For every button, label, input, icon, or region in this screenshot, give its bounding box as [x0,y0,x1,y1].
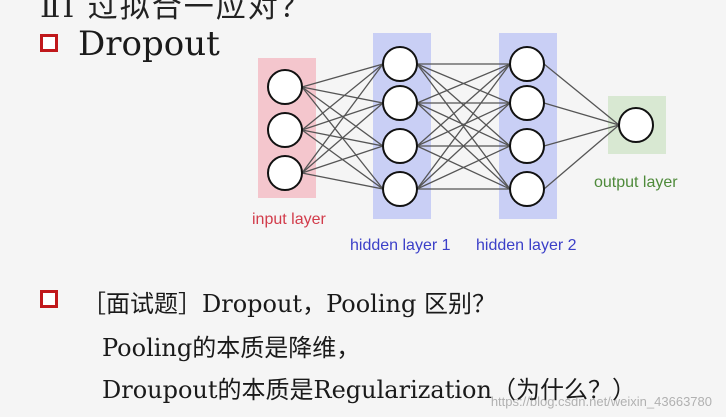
hidden-layer-1-label: hidden layer 1 [350,237,451,254]
square-bullet-icon [40,290,58,308]
input-layer-label: input layer [252,211,326,228]
connection-hidden1-4-to-hidden2-1 [416,63,511,190]
section-heading: Dropout [78,24,220,64]
connection-input-3-to-hidden1-3 [301,145,384,174]
input-neuron-3 [267,155,303,191]
connection-hidden1-3-to-hidden2-2 [416,102,511,147]
pooling-answer-line: Pooling的本质是降维， [102,334,361,362]
connection-hidden1-4-to-hidden2-3 [416,145,511,190]
connections [301,63,620,190]
hidden1-neuron-4 [382,171,418,207]
interview-question-line: ［面试题］Dropout，Pooling 区别？ [82,290,496,318]
hidden2-neuron-3 [509,128,545,164]
connection-hidden2-1-to-output-1 [543,63,620,126]
hidden2-neuron-1 [509,46,545,82]
output-layer-label: output layer [594,174,678,191]
connection-input-3-to-hidden1-2 [301,102,384,174]
connection-hidden1-3-to-hidden2-1 [416,63,511,147]
connection-input-2-to-hidden1-2 [301,102,384,131]
square-bullet-icon [40,34,58,52]
connection-input-1-to-hidden1-2 [301,86,384,104]
connection-hidden2-4-to-output-1 [543,124,620,190]
connection-hidden1-4-to-hidden2-2 [416,102,511,190]
connection-hidden2-2-to-output-1 [543,102,620,126]
connection-input-2-to-hidden1-1 [301,63,384,131]
hidden1-neuron-2 [382,85,418,121]
watermark: https://blog.csdn.net/weixin_43663780 [490,394,712,409]
connection-input-3-to-hidden1-1 [301,63,384,174]
slide-title-partial: ⅡⅠ 过拟合一应对？ [40,0,312,25]
input-neuron-2 [267,112,303,148]
hidden-layer-2-label: hidden layer 2 [476,237,577,254]
hidden2-neuron-2 [509,85,545,121]
dropout-answer-line: Droupout的本质是Regularization（为什么？） [102,376,636,404]
connection-hidden1-2-to-hidden2-1 [416,63,511,104]
hidden2-neuron-4 [509,171,545,207]
output-neuron-1 [618,107,654,143]
hidden1-neuron-1 [382,46,418,82]
connection-hidden2-3-to-output-1 [543,124,620,147]
input-neuron-1 [267,69,303,105]
neural-network-diagram: input layer hidden layer 1 hidden layer … [252,33,678,254]
connection-input-3-to-hidden1-4 [301,172,384,190]
hidden1-neuron-3 [382,128,418,164]
neurons [267,46,654,207]
connection-input-1-to-hidden1-1 [301,63,384,88]
